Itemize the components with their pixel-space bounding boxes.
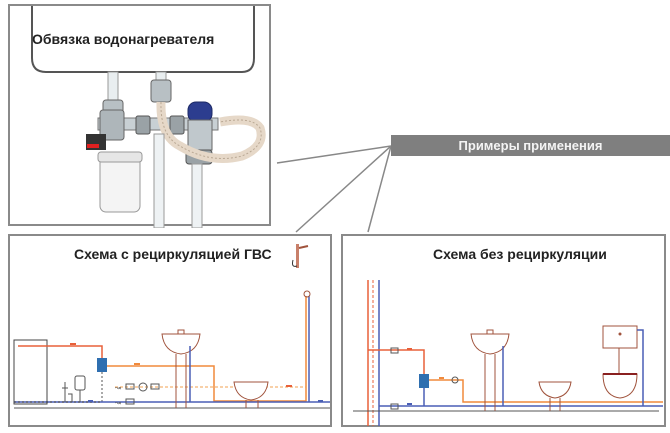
no-recirculation-scheme-panel: Схема без рециркуляции xyxy=(341,234,666,427)
cold-flow-arrow xyxy=(318,400,323,402)
recirculation-panel-title: Схема с рециркуляцией ГВС xyxy=(74,246,272,262)
water-heater-tank xyxy=(31,6,255,73)
union-fitting-1 xyxy=(135,115,151,135)
ball-valve-icon xyxy=(150,383,160,390)
shower-head-icon xyxy=(298,245,309,249)
mixing-valve-body xyxy=(187,119,213,151)
washbasin-icon xyxy=(161,333,201,355)
washbasin-icon xyxy=(470,333,510,355)
check-valve-icon: ↝ xyxy=(115,400,121,407)
cold-inlet-pipe xyxy=(107,71,119,103)
washbasin-tap xyxy=(177,329,185,335)
filter-canister xyxy=(99,155,141,213)
recirculation-scheme-panel: ↝ ↝ Схема с рециркуляцией ГВС xyxy=(8,234,332,427)
mixed-flow-arrow xyxy=(134,363,140,365)
ball-valve-icon xyxy=(125,383,135,390)
hot-outlet-fitting xyxy=(150,79,172,103)
check-valve-icon xyxy=(451,376,459,384)
shower-mixer-icon xyxy=(303,290,311,298)
mixed-supply-pipe xyxy=(107,296,307,402)
safety-valve xyxy=(99,109,125,141)
mixing-valve-head xyxy=(187,101,213,123)
recirculation-diagram: ↝ ↝ xyxy=(13,244,330,409)
shower-rail-icon xyxy=(296,244,299,268)
heater-box xyxy=(13,339,48,405)
cistern-cold-pipe xyxy=(637,329,644,406)
recirc-flow-arrow xyxy=(286,385,292,387)
examples-banner: Примеры применения xyxy=(391,135,670,156)
heater-panel-title: Обвязка водонагревателя xyxy=(32,31,215,47)
cold-down-pipe xyxy=(153,133,165,228)
mixed-flow-arrow xyxy=(439,377,444,379)
heater-piping-panel: Обвязка водонагревателя xyxy=(8,4,271,228)
mixed-supply-pipe xyxy=(429,379,663,403)
drain-handle-red-mark xyxy=(87,144,99,148)
cold-flow-arrow xyxy=(407,403,412,405)
no-recirculation-panel-title: Схема без рециркуляции xyxy=(433,246,607,262)
cold-flow-arrow xyxy=(88,400,93,402)
ball-valve-icon xyxy=(390,403,399,410)
hot-flow-arrow xyxy=(407,348,412,350)
washbasin-tap xyxy=(486,329,494,335)
no-recirculation-diagram xyxy=(353,280,663,426)
mixed-down-pipe xyxy=(191,163,203,228)
hot-flow-arrow xyxy=(70,343,76,345)
shower-hose-icon xyxy=(292,259,298,267)
circulation-pump-icon xyxy=(138,382,148,392)
flexible-hose-texture xyxy=(160,101,262,159)
ball-valve-icon xyxy=(390,347,399,354)
connector-line-heater xyxy=(276,145,392,164)
mixing-valve xyxy=(97,358,107,372)
mixing-valve xyxy=(419,374,429,388)
filter-cap xyxy=(97,151,143,163)
bidet-icon xyxy=(538,381,572,399)
toilet-cistern-icon xyxy=(602,325,638,349)
safety-group-icon xyxy=(62,382,73,402)
check-valve-icon: ↝ xyxy=(115,385,121,392)
connector-line-norecirc xyxy=(367,145,392,233)
flush-button xyxy=(618,332,622,336)
union-fitting-2 xyxy=(169,115,185,135)
hot-branch-pipe xyxy=(368,349,425,376)
bidet-icon xyxy=(233,381,269,401)
toilet-bowl-icon xyxy=(602,373,638,399)
ball-valve-icon xyxy=(125,398,135,405)
connector-line-recirc xyxy=(295,145,392,233)
hot-supply-pipe xyxy=(18,345,103,362)
heater-illustration xyxy=(31,6,266,228)
expansion-tank-icon xyxy=(74,375,86,391)
